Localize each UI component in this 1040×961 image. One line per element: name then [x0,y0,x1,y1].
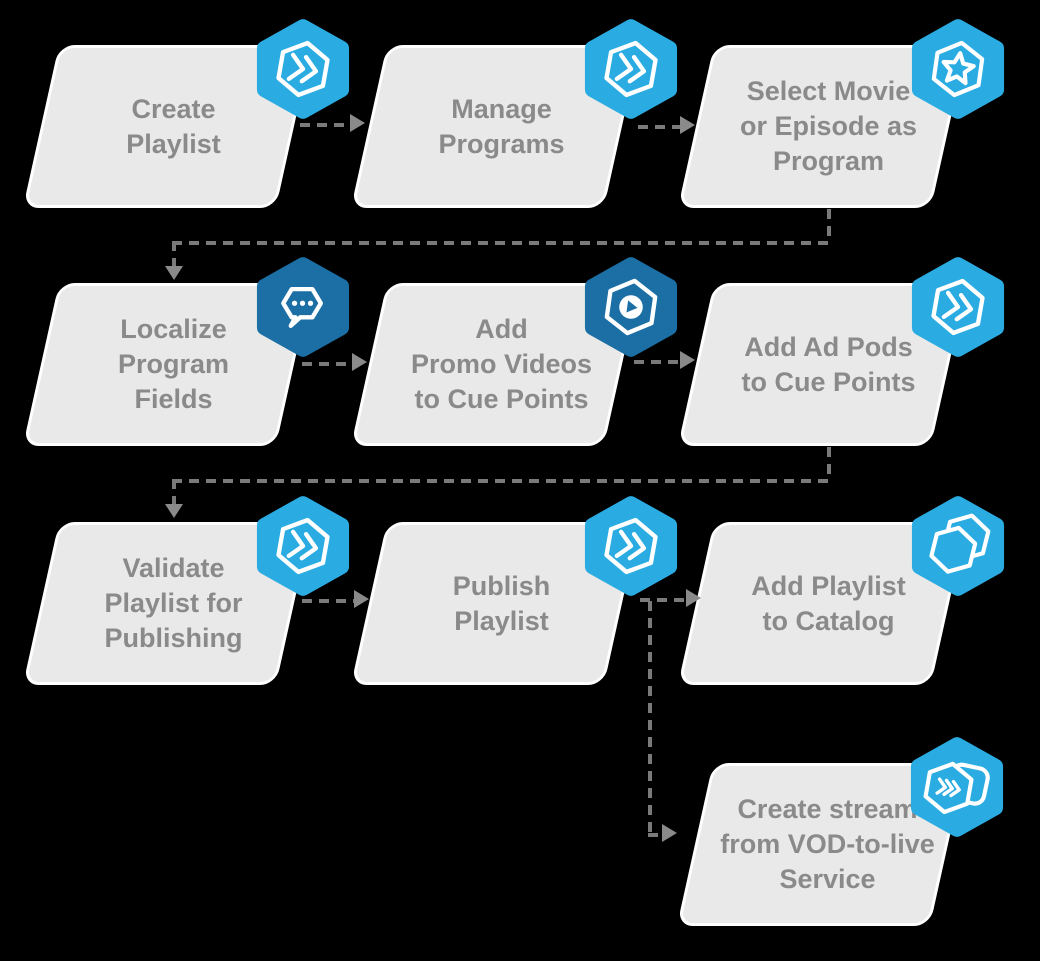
catalog-icon [911,495,1005,597]
arrowhead-icon [165,266,183,280]
node-create-stream-from-vod-to-live-service: Create stream from VOD-to-live Service [676,763,966,926]
play-icon [584,256,678,358]
connector-localize-fields-to-add-promo-videos [302,362,352,366]
arrowhead-icon [686,589,701,607]
node-create-playlist: Create Playlist [22,45,312,208]
node-label: Publish Playlist [452,570,551,636]
arrowhead-icon [354,590,369,608]
vod-to-live-icon [910,736,1004,838]
node-validate-playlist-for-publishing: Validate Playlist for Publishing [22,522,312,685]
node-label: Add Promo Videos to Cue Points [410,314,593,414]
connector-create-playlist-to-manage-programs [300,123,350,127]
arrowhead-icon [662,824,677,842]
node-label: Add Ad Pods to Cue Points [741,331,916,397]
connector-manage-programs-to-select-movie [638,125,680,129]
arrowhead-icon [680,351,695,369]
node-localize-program-fields: Localize Program Fields [22,283,312,446]
connector-publish-playlist-to-create-stream [648,833,662,837]
node-label: Create Playlist [126,93,221,159]
fast-forward-icon [256,495,350,597]
fast-forward-icon [584,495,678,597]
connector-publish-playlist-to-add-playlist-to-catalog [640,598,686,602]
node-label: Create stream from VOD-to-live Service [720,794,935,894]
node-add-promo-videos-to-cue-points: Add Promo Videos to Cue Points [350,283,640,446]
connector-add-ad-pods-to-validate-playlist [172,479,829,483]
connector-select-movie-to-localize-fields [172,241,829,245]
fast-forward-icon [911,256,1005,358]
fast-forward-icon [256,18,350,120]
arrowhead-icon [165,504,183,518]
connector-validate-playlist-to-publish-playlist [302,599,354,603]
connector-publish-playlist-to-create-stream [648,601,652,835]
node-add-playlist-to-catalog: Add Playlist to Catalog [677,522,967,685]
connector-add-ad-pods-to-validate-playlist [827,447,831,481]
node-label: Manage Programs [438,93,565,159]
node-manage-programs: Manage Programs [350,45,640,208]
node-label: Validate Playlist for Publishing [104,553,243,653]
node-publish-playlist: Publish Playlist [350,522,640,685]
node-add-ad-pods-to-cue-points: Add Ad Pods to Cue Points [677,283,967,446]
chat-icon [256,256,350,358]
node-label: Localize Program Fields [117,314,230,414]
star-icon [911,18,1005,120]
connector-select-movie-to-localize-fields [827,209,831,243]
connector-select-movie-to-localize-fields [172,241,176,267]
connector-add-promo-videos-to-add-ad-pods [634,360,680,364]
node-label: Select Movie or Episode as Program [739,76,918,176]
fast-forward-icon [584,18,678,120]
arrowhead-icon [680,116,695,134]
node-select-movie-or-episode-as-program: Select Movie or Episode as Program [677,45,967,208]
connector-add-ad-pods-to-validate-playlist [172,479,176,505]
arrowhead-icon [352,353,367,371]
arrowhead-icon [350,114,365,132]
node-label: Add Playlist to Catalog [751,570,906,636]
